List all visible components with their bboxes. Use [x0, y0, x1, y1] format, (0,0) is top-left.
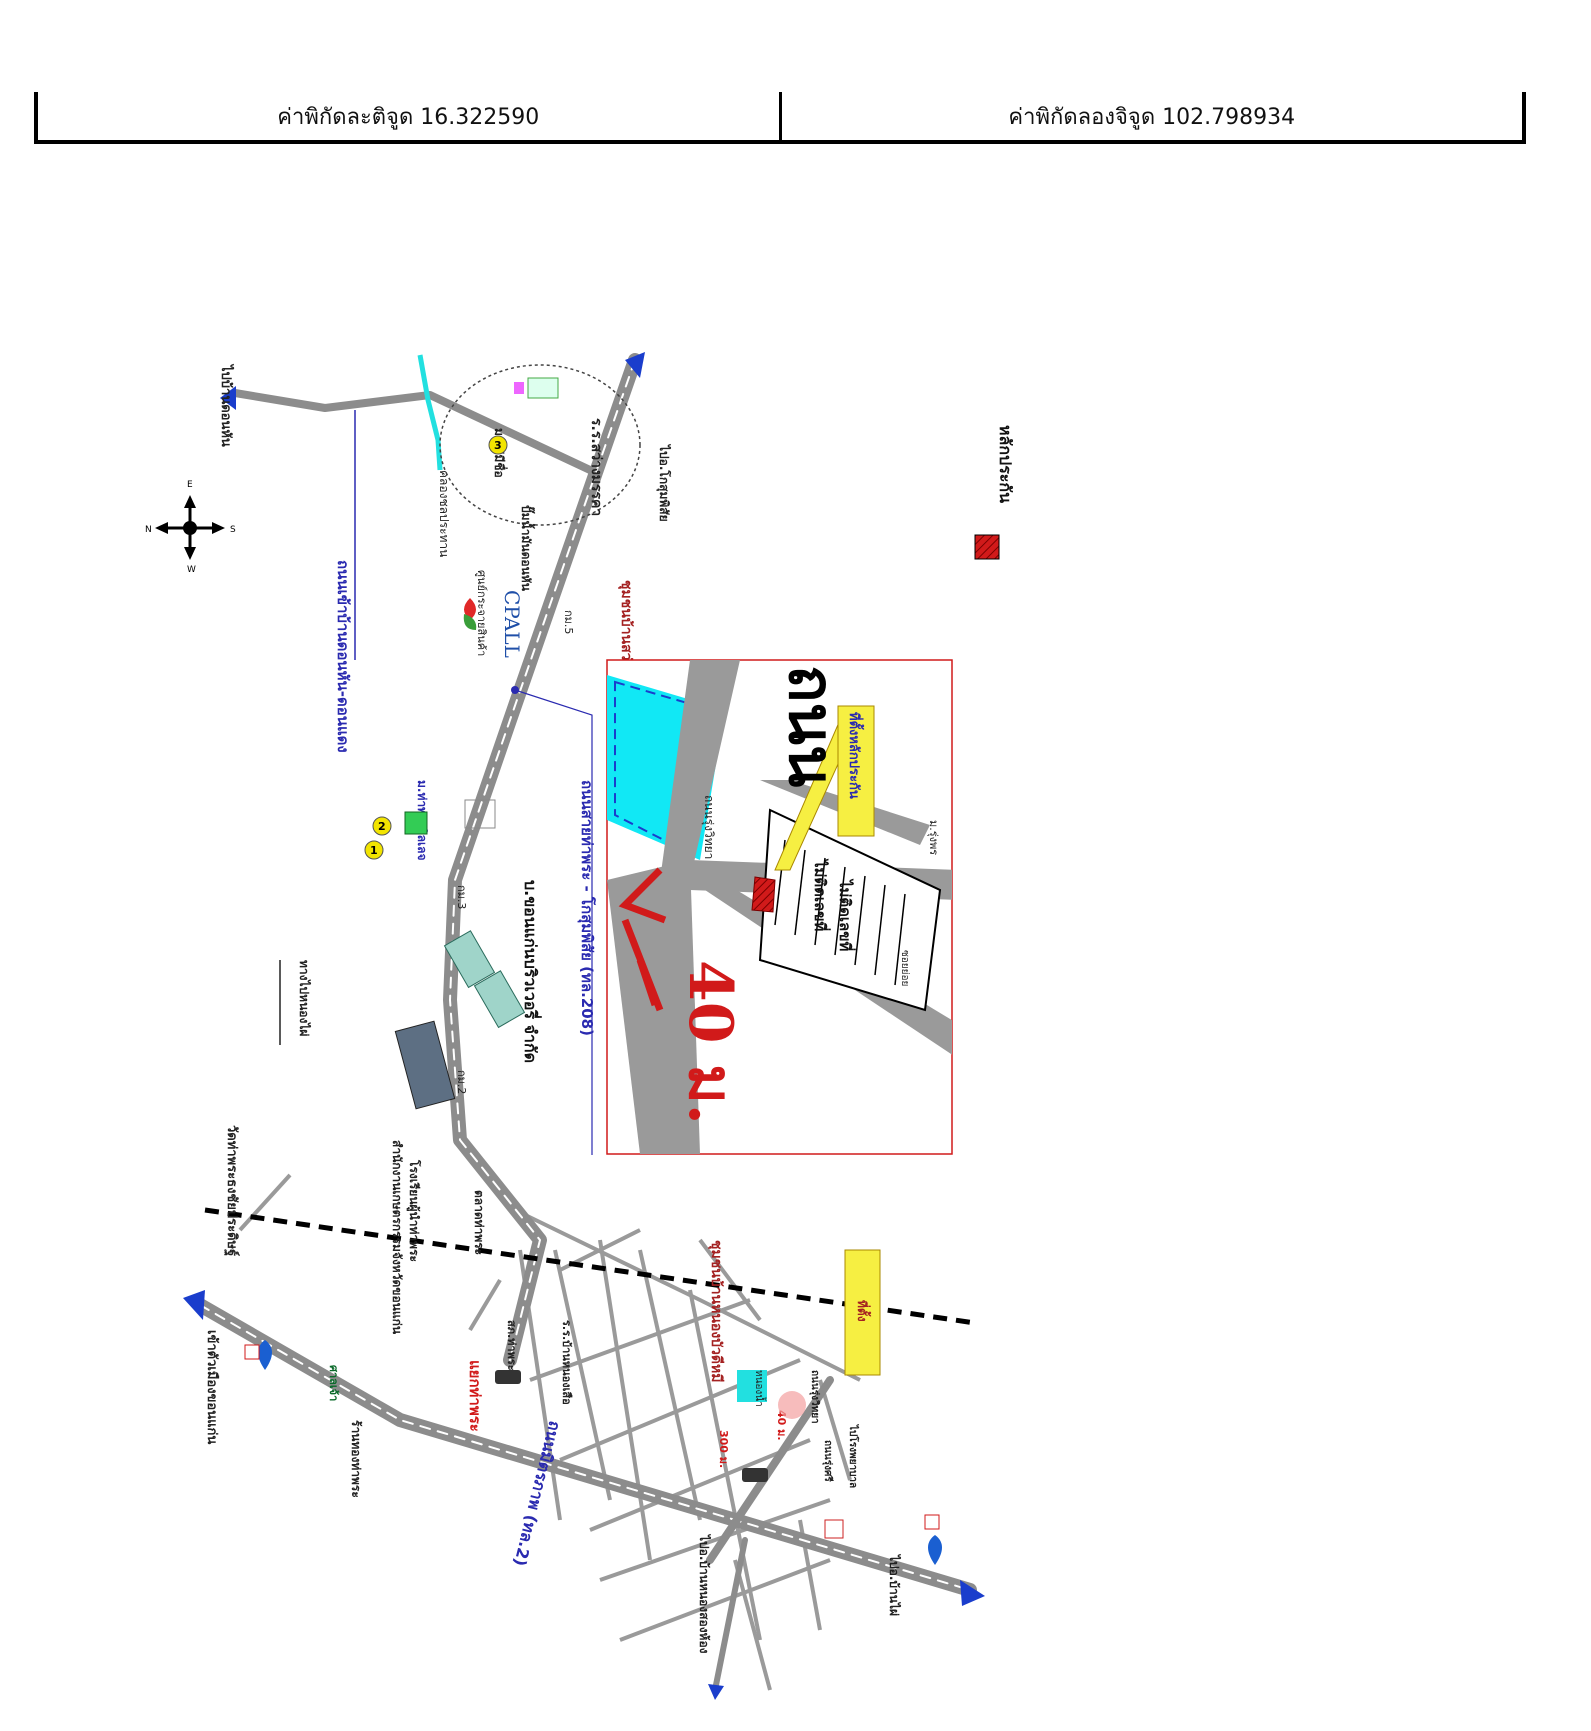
brewery-building2-icon	[473, 970, 526, 1029]
inset-callout-box	[837, 705, 875, 837]
to-khon-kaen-label: เข้าตัวเมืองขอนแก่น	[204, 1330, 220, 1444]
km3-label: กม.3	[455, 885, 468, 909]
office-building-icon	[394, 1020, 456, 1110]
shrine-label: ศาลเจ้า	[327, 1365, 340, 1401]
fire-school-label: โรงเรียนผู้นำท่าพระ	[406, 1159, 422, 1262]
compass-s: S	[230, 525, 236, 535]
market-label: ตลาดท่าพระ	[472, 1190, 486, 1255]
traffic-light2-icon	[742, 1468, 768, 1482]
school2-label: ร.ร.บ้านหนองเสือ	[560, 1320, 573, 1405]
tha-phra-junction-label: แยกท่าพระ	[466, 1360, 484, 1432]
road-208-dot	[511, 686, 519, 694]
badge-1-icon	[364, 840, 384, 860]
customs-office-label: สำนักงานเกษตรกรรมจังหวัดขอนแก่น	[390, 1140, 404, 1335]
inset-collateral-plot	[751, 876, 776, 913]
hospital-icon	[824, 1519, 844, 1539]
cpall-center-label: ศูนย์กระจายสินค้า	[475, 570, 488, 656]
inset-map: ถนนรุ่งวิทยา ไม่ติดเลขที่ ไม่ติดเลขที่ ท…	[606, 659, 953, 1155]
callout-box	[844, 1249, 881, 1376]
small-pond-label: หนองน้ำ	[753, 1370, 767, 1407]
inset-no-number1: ไม่ติดเลขที่	[811, 858, 831, 931]
arrow-to-nong-song-hong-icon	[708, 1684, 724, 1700]
dist-40-small-label: 40 ม.	[775, 1410, 788, 1441]
to-hospital-label: ไปโรงพยาบาล	[847, 1424, 860, 1488]
temple-label: วัดท่าพระธงชัยประดิษฐ์	[223, 1125, 240, 1256]
traffic-light-icon	[495, 1370, 521, 1384]
minor-streets	[238, 1173, 861, 1691]
police-label: สภ.ท่าพระ	[505, 1320, 518, 1371]
inset-big-road-label: ถนน	[775, 665, 848, 787]
inset-road-label: ถนนรุ่งวิทยา	[701, 795, 716, 859]
ptt-station2-icon	[928, 1535, 942, 1565]
to-ban-phai-label: ไปอ.บ้านไผ่	[887, 1553, 902, 1616]
road-don-han-label: ถนนเข้าบ้านดอนหัน-ดอนแดง	[334, 560, 352, 753]
brewery-label: บ.ขอนแก่นบริวเวอรี่ จำกัด	[521, 880, 542, 1063]
road-208-label: ถนนสายท่าพระ - โกสุมพิสัย (ทล.208)	[577, 780, 597, 1036]
inset-dist-label: 40 ม.	[675, 960, 745, 1125]
small-location-marker-icon	[778, 1391, 806, 1419]
to-kosum-label: ไปอ.โกสุมพิสัย	[656, 443, 672, 522]
cpall-logo-icon	[463, 598, 477, 630]
arrow-to-ban-phai-icon	[960, 1580, 985, 1606]
latitude-cell: ค่าพิกัดละติจูด 16.322590	[38, 92, 782, 140]
callout-label: ที่ตั้ง	[855, 1300, 872, 1322]
longitude-cell: ค่าพิกัดลองจิจูด 102.798934	[1008, 104, 1296, 130]
to-ban-don-han-label: ไปบ้านดอนหัน	[218, 363, 235, 447]
badge-3-text: 3	[494, 439, 502, 452]
community2-label: ชุมชนบ้านหนองบัวดีหมี	[708, 1240, 724, 1382]
inset-red-arrow	[618, 867, 667, 1012]
inset-no-number2: ไม่ติดเลขที่	[836, 878, 856, 951]
legend-swatch	[974, 534, 1000, 560]
arrow-to-khon-kaen-icon	[183, 1290, 205, 1320]
school-label: ร.ร.สว่างมรรคา	[588, 418, 604, 516]
road-rungwit-label: ถนนรุ่งวิทยา	[809, 1370, 821, 1424]
inset-callout-label: ที่ตั้งหลักประกัน	[846, 712, 865, 799]
km5-label: กม.5	[562, 610, 575, 634]
compass-icon: N S E W	[145, 480, 236, 575]
compass-w: W	[187, 565, 196, 575]
km2-label: กม.2	[455, 1070, 468, 1094]
inset-lane-label: ซอยย่อย	[899, 950, 910, 986]
compass-e: E	[187, 480, 193, 490]
small-pond-icon	[737, 1370, 767, 1402]
badge-2-icon	[372, 816, 392, 836]
arrow-to-kosum-icon	[625, 352, 645, 378]
compass-n: N	[145, 525, 152, 535]
gas-station-label: ปั๊มน้ำมันดอนหัน	[519, 505, 536, 592]
seven-eleven2-icon	[924, 1514, 940, 1530]
to-nong-song-hong-label: ไปอ.บ้านหนองสองห้อง	[697, 1533, 712, 1654]
badge-2-text: 2	[378, 820, 386, 833]
road-rungsri-label: ถนนรุ่งศรี	[822, 1440, 834, 1482]
coordinate-table: ค่าพิกัดละติจูด 16.322590 ค่าพิกัดลองจิจ…	[34, 92, 1526, 144]
to-nong-wai-label: ทางไปหนองไผ่	[297, 960, 312, 1036]
canal-line	[417, 354, 443, 471]
arrow-to-ban-don-han-icon	[220, 386, 236, 410]
badge-1-text: 1	[370, 844, 378, 857]
canal-label: คลองชลประทาน	[437, 470, 451, 557]
dist-300-label: 300 ม.	[717, 1430, 730, 1468]
crosswalk-icon	[464, 799, 496, 829]
brewery-building-icon	[443, 930, 496, 989]
inset-village-label: ม.รุ่งพร	[927, 820, 940, 855]
village-house-icon	[404, 811, 428, 835]
cpall-text: CPALL	[500, 590, 524, 658]
badge-3-icon	[488, 435, 508, 455]
school-icon	[514, 377, 559, 399]
ptt-station-icon	[258, 1340, 272, 1370]
gold-shop-label: ร้านทองท่าพระ	[349, 1420, 363, 1498]
legend-label: หลักประกัน	[996, 425, 1015, 503]
seven-eleven-icon	[244, 1344, 260, 1360]
community-ellipse	[439, 364, 641, 526]
road-208-indicator	[514, 689, 593, 1155]
